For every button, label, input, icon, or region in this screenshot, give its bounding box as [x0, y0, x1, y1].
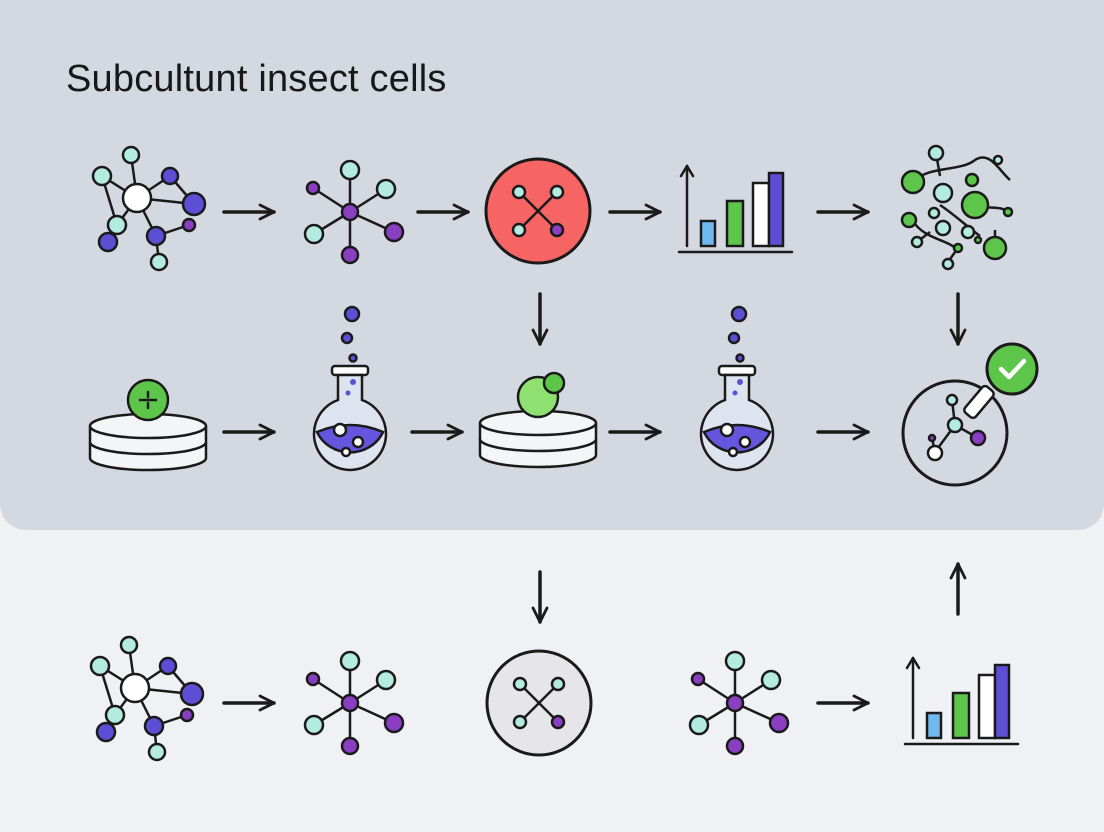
red-crossing-circle-icon: [484, 157, 592, 265]
bar-chart-icon: [903, 656, 1020, 746]
node-star-icon: [303, 159, 405, 265]
cell-cluster-icon: [900, 144, 1014, 271]
culture-dish-plus-icon: [88, 378, 208, 472]
node-star-icon: [688, 650, 790, 756]
cell-network-icon: [91, 145, 207, 272]
gray-crossing-circle-icon: [485, 649, 593, 757]
diagram-title: Subcultunt insect cells: [66, 58, 447, 100]
flask-icon: [699, 305, 775, 472]
culture-dish-ball-icon: [478, 371, 598, 469]
bar-chart-icon: [677, 164, 794, 254]
node-star-icon: [303, 650, 405, 756]
magnifier-check-icon: [901, 342, 1039, 487]
cell-network-icon: [89, 635, 205, 762]
flask-icon: [312, 305, 388, 472]
